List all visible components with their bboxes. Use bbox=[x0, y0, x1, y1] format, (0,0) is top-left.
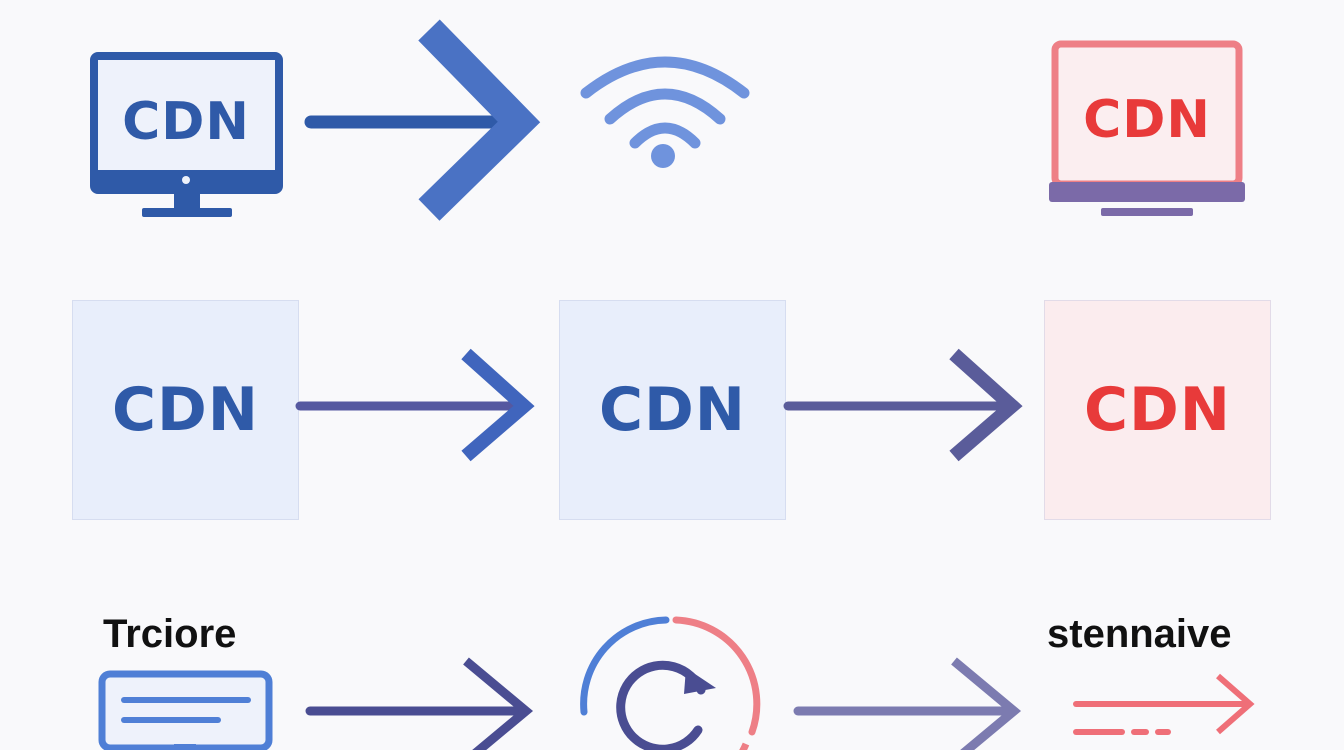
arrow-icon bbox=[793, 657, 1022, 750]
cdn-tile-3-label: CDN bbox=[1083, 375, 1232, 445]
monitor-label: CDN bbox=[122, 92, 250, 152]
cdn-tile-1: CDN bbox=[72, 300, 299, 520]
cdn-tile-2: CDN bbox=[559, 300, 786, 520]
cdn-tile-3: CDN bbox=[1044, 300, 1271, 520]
laptop-icon bbox=[1049, 40, 1245, 216]
cdn-tile-2-label: CDN bbox=[598, 375, 747, 445]
document-icon bbox=[98, 670, 273, 750]
wifi-icon bbox=[580, 56, 750, 168]
arrow-icon bbox=[295, 348, 535, 462]
arrow-icon bbox=[783, 348, 1023, 462]
right-caption: stennaive bbox=[1047, 612, 1232, 656]
speed-arrow-icon bbox=[1073, 673, 1255, 735]
cdn-tile-1-label: CDN bbox=[111, 375, 260, 445]
arrow-icon bbox=[305, 657, 534, 750]
monitor-icon bbox=[90, 52, 283, 217]
arrow-icon bbox=[304, 19, 541, 221]
left-caption: Trciore bbox=[103, 612, 237, 656]
refresh-icon bbox=[580, 616, 761, 750]
laptop-label: CDN bbox=[1083, 90, 1211, 150]
